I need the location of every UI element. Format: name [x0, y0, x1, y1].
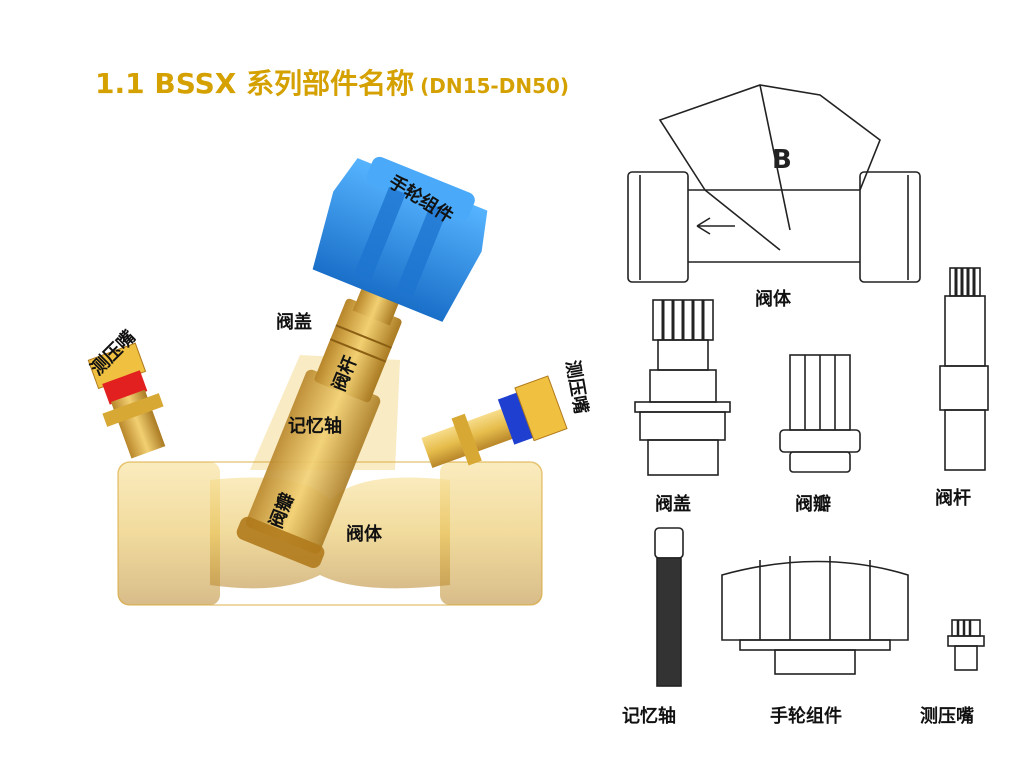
- part-label-body: 阀体: [755, 285, 791, 311]
- part-body-drawing: [628, 85, 920, 282]
- part-label-bonnet: 阀盖: [655, 490, 691, 516]
- part-label-stem: 阀杆: [935, 484, 971, 510]
- part-bonnet-drawing: [635, 300, 730, 475]
- part-stem-drawing: [940, 268, 988, 470]
- part-memory-shaft-drawing: [655, 528, 683, 686]
- part-test-port-drawing: [948, 620, 984, 670]
- part-label-test-port: 测压嘴: [920, 702, 974, 728]
- part-handwheel-drawing: [722, 556, 908, 674]
- part-label-handwheel: 手轮组件: [770, 702, 842, 728]
- part-label-disc: 阀瓣: [795, 490, 831, 516]
- part-disc-drawing: [780, 355, 860, 472]
- part-label-memory-shaft: 记忆轴: [622, 702, 676, 728]
- body-marking: B: [772, 145, 792, 175]
